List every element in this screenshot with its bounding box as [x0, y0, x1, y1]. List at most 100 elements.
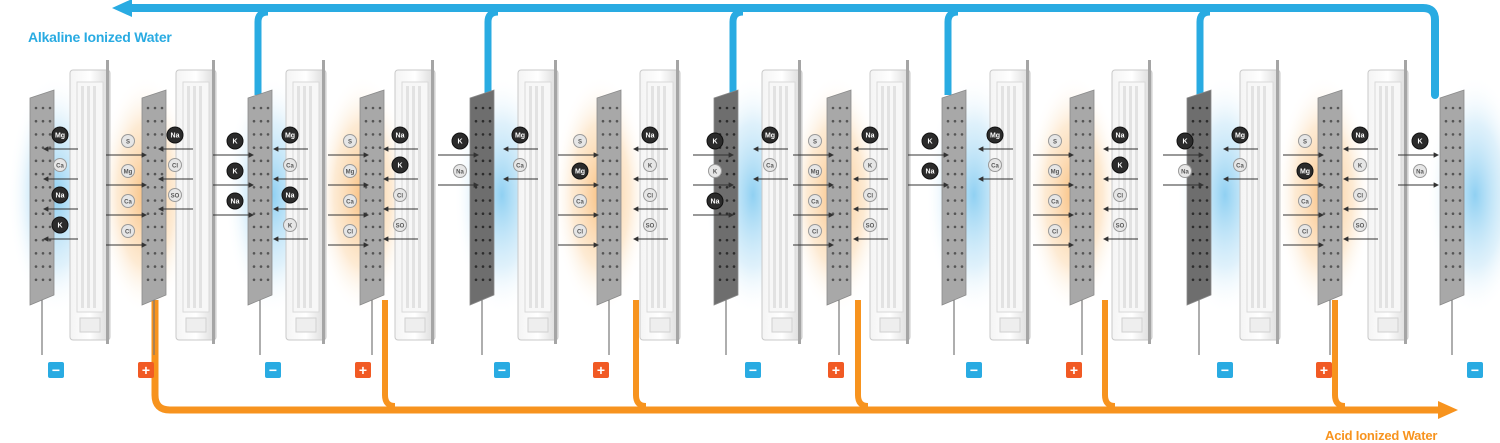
plate-hole — [378, 199, 382, 202]
ion-mg: Mg — [977, 126, 1013, 152]
plate-hole — [364, 265, 368, 268]
plate-hole — [946, 106, 950, 110]
plate-hole — [831, 119, 835, 123]
minus-icon — [745, 362, 761, 378]
plate-hole — [831, 238, 835, 242]
ion-so: SO — [382, 218, 418, 242]
plus-icon — [1066, 362, 1082, 378]
ion-ball — [393, 218, 407, 232]
plate-hole — [960, 278, 964, 282]
alkaline-pipe-branch — [1196, 8, 1211, 95]
ion-ball — [1113, 218, 1127, 232]
plate-hole — [1081, 212, 1085, 216]
plate-hole — [1205, 172, 1209, 176]
ion-ball — [1351, 126, 1369, 144]
terminal-sign: − — [498, 362, 506, 378]
ion-symbol: S — [126, 140, 130, 146]
frame-bar — [881, 86, 884, 308]
ion-ca: Ca — [977, 158, 1013, 182]
plus-icon — [355, 362, 371, 378]
plate-hole — [1329, 238, 1333, 242]
plate-hole — [946, 265, 950, 268]
plate-hole — [1458, 133, 1462, 136]
plate-hole — [481, 133, 485, 136]
plate-hole — [1322, 106, 1326, 110]
plate-hole — [1205, 119, 1209, 123]
ion-k: K — [1163, 132, 1205, 158]
ion-s: S — [558, 134, 600, 158]
plate-hole — [1205, 199, 1209, 202]
plate-hole — [953, 185, 957, 189]
plate-hole — [1451, 159, 1455, 163]
plate-hole — [153, 106, 157, 110]
ion-ball — [1231, 126, 1249, 144]
plate-hole — [601, 106, 605, 110]
ion-cl: Cl — [632, 188, 668, 212]
plate-hole — [838, 185, 842, 189]
frame-bar — [1391, 86, 1394, 308]
frame-foot — [771, 317, 793, 333]
plate-hole — [838, 265, 842, 268]
plate-hole — [838, 106, 842, 110]
plate-hole — [1444, 238, 1448, 242]
plate-hole — [41, 159, 45, 163]
frame-edge — [554, 60, 557, 344]
terminal-sign: − — [1221, 362, 1229, 378]
frame-bar — [535, 86, 538, 308]
ion-ball — [283, 158, 297, 172]
ion-cl: Cl — [852, 188, 888, 212]
frame-bar — [773, 86, 776, 308]
ion-ball — [1111, 126, 1129, 144]
plate-hole — [1081, 185, 1085, 189]
plate-hole — [838, 159, 842, 163]
plate-hole — [1191, 159, 1195, 163]
plate-hole — [481, 106, 485, 110]
plate-hole — [845, 238, 849, 242]
flow-pipes — [112, 0, 1458, 419]
plate-hole — [601, 265, 605, 268]
plate-hole — [725, 133, 729, 136]
frame-bar — [1007, 86, 1010, 308]
frame-edge — [906, 60, 909, 344]
plate-hole — [378, 159, 382, 163]
plate-hole — [1329, 133, 1333, 136]
plate-hole — [1191, 119, 1195, 123]
frame-bar — [193, 86, 196, 308]
plate-hole — [1322, 119, 1326, 123]
ion-k: K — [908, 132, 950, 158]
frame-edge — [1276, 60, 1279, 344]
plate-hole — [48, 278, 52, 282]
terminal-layer: −+−+−+−+−+−+− — [48, 362, 1483, 378]
plate-hole — [474, 225, 478, 229]
plate-hole — [481, 212, 485, 216]
acid-pipe-branch — [855, 300, 869, 409]
ion-symbol: K — [1117, 163, 1122, 170]
plate-hole — [1336, 146, 1340, 149]
plate-hole — [831, 172, 835, 176]
ion-ball — [1048, 194, 1062, 208]
plate-hole — [1191, 185, 1195, 189]
plate-hole — [1444, 119, 1448, 123]
ion-ball — [1176, 132, 1194, 150]
plate-hole — [601, 238, 605, 242]
plate-hole — [1198, 199, 1202, 202]
frame-edge — [798, 60, 801, 344]
plate-hole — [378, 172, 382, 176]
plate-body — [596, 89, 622, 306]
plate-hole — [146, 212, 150, 216]
frame-edge — [431, 60, 434, 344]
plate-hole — [1336, 119, 1340, 123]
ion-symbol: K — [397, 163, 402, 170]
anode-plate — [826, 89, 852, 306]
plate-hole — [838, 172, 842, 176]
plate-hole — [1444, 106, 1448, 110]
plate-hole — [608, 212, 612, 216]
plate-hole — [1081, 172, 1085, 176]
plate-hole — [153, 265, 157, 268]
ion-symbol: Ca — [56, 164, 64, 170]
ion-ball — [761, 126, 779, 144]
plate-hole — [1451, 278, 1455, 282]
terminal-sign: − — [52, 362, 60, 378]
frame-bar — [1001, 86, 1004, 308]
plate-hole — [474, 238, 478, 242]
